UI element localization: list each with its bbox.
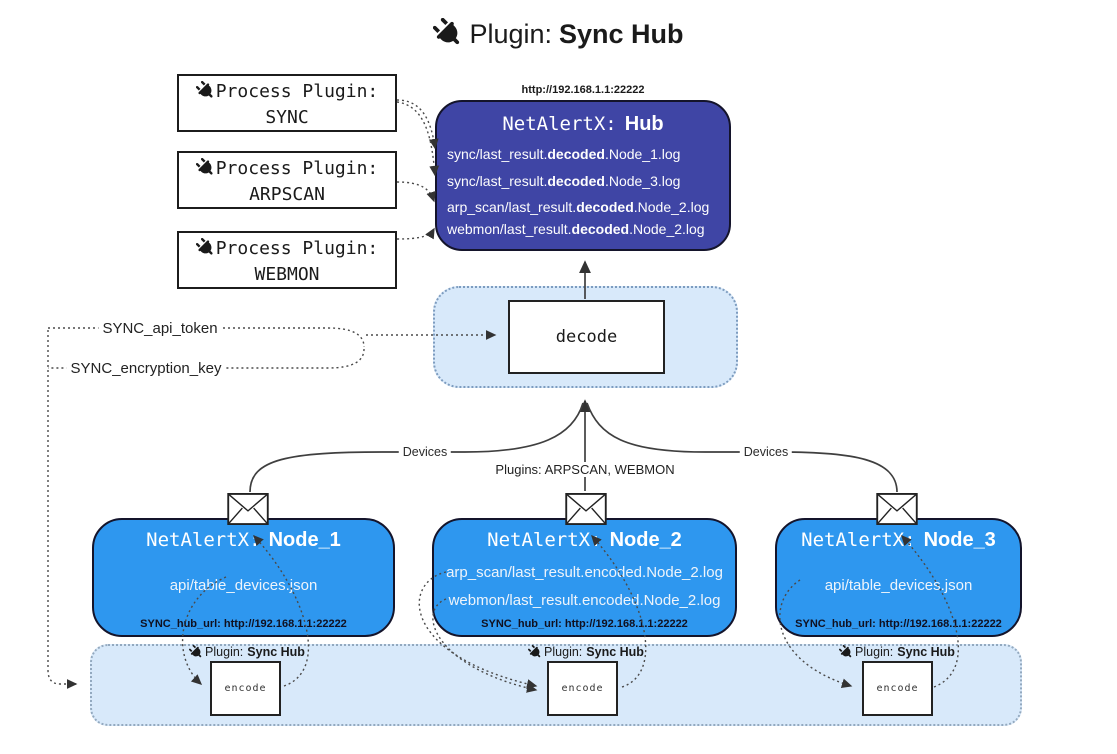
process-plugin-webmon-box: Process Plugin: WEBMON [177, 231, 397, 289]
node-1-title: NetAlertX:Node_1 [146, 529, 341, 551]
plug-icon [196, 158, 215, 177]
plug-icon [433, 18, 463, 48]
hub-file-line: sync/last_result.decoded.Node_1.log [447, 146, 681, 162]
page-title-name: Sync Hub [559, 19, 684, 49]
encode-plugin-label: Plugin:Sync Hub [528, 645, 644, 659]
node-1-hub-url: SYNC_hub_url: http://192.168.1.1:22222 [140, 618, 347, 630]
node-3-box: NetAlertX:Node_3 api/table_devices.json … [775, 518, 1022, 637]
envelope-icon [227, 493, 269, 525]
sync-encryption-key-label: SYNC_encryption_key [66, 360, 226, 377]
envelope-icon [565, 493, 607, 525]
plug-icon [196, 81, 215, 100]
hub-url-label: http://192.168.1.1:22222 [521, 84, 645, 96]
hub-file-line: sync/last_result.decoded.Node_3.log [447, 173, 681, 189]
webmon-to-hub-link [396, 227, 435, 240]
devices-left-label: Devices [398, 445, 452, 459]
hub-file-line: webmon/last_result.decoded.Node_2.log [447, 221, 705, 237]
process-plugin-label: Process Plugin: [179, 79, 395, 105]
plug-icon [196, 238, 215, 257]
hub-title: NetAlertX:Hub [502, 113, 664, 135]
plugins-middle-label: Plugins: ARPSCAN, WEBMON [491, 462, 679, 477]
node-3-file: api/table_devices.json [824, 577, 973, 594]
envelope-icon [876, 493, 918, 525]
page-title-prefix: Plugin: [469, 19, 553, 49]
plug-icon [839, 645, 853, 659]
plug-icon [528, 645, 542, 659]
encode-box-2: encode [547, 661, 618, 716]
node-2-hub-url: SYNC_hub_url: http://192.168.1.1:22222 [481, 618, 688, 630]
encode-box-3: encode [862, 661, 933, 716]
process-plugin-label: Process Plugin: [179, 236, 395, 262]
hub-file-line: arp_scan/last_result.decoded.Node_2.log [447, 199, 710, 215]
plug-icon [189, 645, 203, 659]
decode-box: decode [508, 300, 665, 374]
process-plugin-sync-box: Process Plugin: SYNC [177, 74, 397, 132]
encode-plugin-label: Plugin:Sync Hub [189, 645, 305, 659]
node-2-title: NetAlertX:Node_2 [487, 529, 682, 551]
arpscan-to-hub-link [396, 181, 436, 203]
page-title: Plugin:Sync Hub [0, 18, 1117, 50]
node-1-file: api/table_devices.json [169, 577, 318, 594]
sync-to-hub-link-1 [396, 99, 439, 150]
hub-box: NetAlertX:Hub sync/last_result.decoded.N… [435, 100, 731, 251]
process-plugin-name: ARPSCAN [249, 184, 325, 205]
process-plugin-arpscan-box: Process Plugin: ARPSCAN [177, 151, 397, 209]
node-3-title: NetAlertX:Node_3 [801, 529, 996, 551]
sync-to-hub-link-2 [396, 101, 440, 177]
process-plugin-name: SYNC [265, 107, 309, 128]
process-plugin-name: WEBMON [254, 264, 320, 285]
node-2-file: arp_scan/last_result.encoded.Node_2.log [446, 564, 723, 581]
node-3-hub-url: SYNC_hub_url: http://192.168.1.1:22222 [795, 618, 1002, 630]
encode-box-1: encode [210, 661, 281, 716]
process-plugin-label: Process Plugin: [179, 156, 395, 182]
sync-api-token-label: SYNC_api_token [98, 320, 222, 337]
node-2-box: NetAlertX:Node_2 arp_scan/last_result.en… [432, 518, 737, 637]
node-2-file: webmon/last_result.encoded.Node_2.log [448, 592, 721, 609]
devices-right-label: Devices [739, 445, 793, 459]
secrets-to-encode-panel-link [47, 330, 78, 689]
node-1-box: NetAlertX:Node_1 api/table_devices.json … [92, 518, 395, 637]
encode-plugin-label: Plugin:Sync Hub [839, 645, 955, 659]
